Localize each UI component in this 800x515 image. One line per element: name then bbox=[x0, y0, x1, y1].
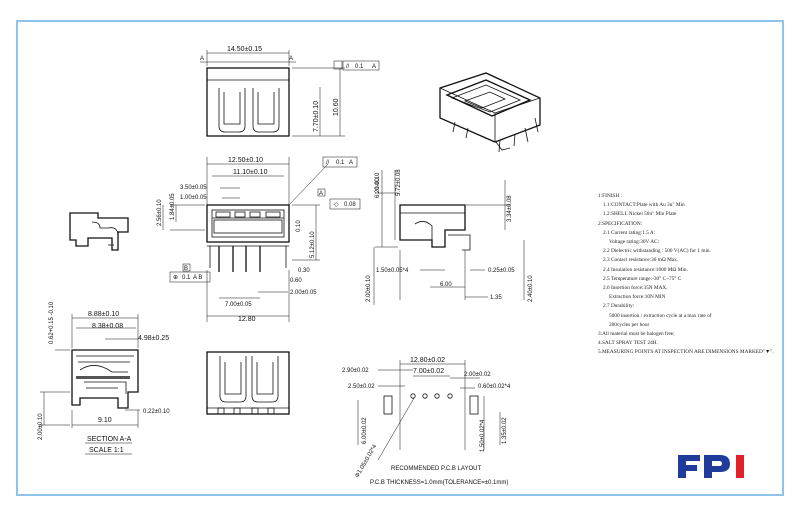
dim-front-p4: 0.60 bbox=[290, 278, 302, 284]
dim-front-p1: 3.50±0.05 bbox=[180, 185, 207, 191]
isometric-view bbox=[439, 72, 541, 153]
note-line: 4.SALT SPRAY TEST 24H. bbox=[598, 340, 658, 347]
dim-side-p4: 1.35 bbox=[490, 295, 502, 301]
dim-sec-w1: 8.88±0.10 bbox=[88, 311, 119, 318]
fpi-logo bbox=[678, 455, 744, 478]
gdt-front-flat: 0.08 bbox=[344, 202, 356, 208]
section-scale: SCALE 1:1 bbox=[89, 447, 124, 454]
gdt-front-pos-a: 0.1 bbox=[182, 275, 191, 281]
dim-pcb-w1: 12.80±0.02 bbox=[410, 357, 445, 364]
dim-pcb-h3: 1.35±0.02 bbox=[502, 417, 508, 444]
right-side-view: 0.00 6.20-0.10 5.72±0.08 3.34±0.08 2.00±… bbox=[366, 169, 534, 305]
dim-pcb-w4: 2.50±0.02 bbox=[348, 384, 375, 390]
dim-pcb-w5: 2.00±0.02 bbox=[464, 372, 491, 378]
dim-pcb-hole: Φ1.05±0.02*4 bbox=[355, 443, 379, 479]
dim-top-inner: 7.70±0.10 bbox=[313, 101, 320, 132]
dim-side-h5: 2.00±0.10 bbox=[366, 275, 372, 302]
dim-front-w3: 12.80 bbox=[238, 316, 256, 323]
datum-a-left: A bbox=[200, 56, 204, 62]
note-line: 2.2 Dielectric withstanding : 500 V(AC) … bbox=[603, 248, 711, 255]
gdt-top-datum: A bbox=[372, 64, 376, 70]
dim-front-p5: 2.00±0.05 bbox=[290, 290, 317, 296]
note-line: 1.1:CONTACT:Plate with Au 3u" Min bbox=[603, 202, 685, 209]
dim-sec-h1: 0.62+0.15 -0.10 bbox=[49, 301, 55, 344]
gdt-flat-symbol: ◇ bbox=[334, 202, 339, 208]
note-line: 5.MEASURING POINTS AT INSPECTION ARE DIM… bbox=[598, 349, 774, 356]
left-side-view bbox=[69, 212, 129, 251]
dim-side-h1: 0.00 bbox=[375, 178, 381, 190]
gdt-parallel-symbol: // bbox=[346, 64, 350, 70]
dim-front-h3: 0.10 bbox=[296, 220, 302, 232]
drawing-frame bbox=[16, 20, 784, 496]
note-line: 3:All material must be halogen free; bbox=[598, 331, 675, 338]
note-line: 2.1 Current rating:1.5 A: bbox=[603, 229, 656, 236]
dim-front-p6: 7.00±0.05 bbox=[225, 302, 252, 308]
note-line: 1.2:SHELL Nickel 50u" Min Plate bbox=[603, 211, 677, 218]
gdt-top-flat-value: 0.1 bbox=[355, 64, 364, 70]
dim-sec-w4: 9.10 bbox=[98, 417, 112, 424]
dim-top-height: 10.60 bbox=[333, 98, 340, 116]
note-line: Voltage rating:30V AC: bbox=[609, 239, 660, 246]
note-line: 2.6 Insertion force:35N MAX. bbox=[603, 285, 668, 292]
gdt-front-ab: A B bbox=[193, 275, 202, 281]
note-line: Extraction force:10N MIN bbox=[609, 294, 666, 301]
dim-side-h4: 3.34±0.08 bbox=[507, 195, 513, 222]
section-title: SECTION A-A bbox=[87, 436, 132, 443]
dim-pcb-w3: 2.90±0.02 bbox=[342, 368, 369, 374]
top-view: 14.50±0.15 A A 10.60 7.70±0.10 // 0.1 A bbox=[200, 46, 380, 137]
dim-sec-w5: 0.22±0.10 bbox=[143, 409, 170, 415]
dim-front-h2: 1.84±0.05 bbox=[170, 193, 176, 220]
dim-side-h2: 6.20-0.10 bbox=[375, 172, 381, 198]
section-view: 8.88±0.10 8.38±0.08 4.98±0.25 0.62+0.15 … bbox=[38, 301, 170, 455]
dim-sec-w3: 4.98±0.25 bbox=[138, 335, 169, 342]
dim-side-p3: 6.00 bbox=[440, 282, 452, 288]
dim-sec-h2: 2.00±0.10 bbox=[38, 413, 44, 440]
dim-pcb-w2: 7.00±0.02 bbox=[413, 368, 444, 375]
note-line: 200cycles per hour bbox=[609, 321, 650, 328]
note-line: 2:SPECIFICATION: bbox=[598, 220, 643, 227]
dim-front-p3: 0.30 bbox=[298, 268, 310, 274]
front-view: 12.50±0.10 11.10±0.10 3.50±0.05 1.00±0.0… bbox=[157, 156, 361, 323]
gdt-pos-circle: ⊕ bbox=[173, 275, 178, 281]
note-line: 2.4 Insulation resistance:1000 MΩ Min. bbox=[603, 266, 688, 273]
dim-front-p2: 1.00±0.05 bbox=[180, 195, 207, 201]
dim-front-w1: 12.50±0.10 bbox=[228, 157, 263, 164]
dim-side-h6: 2.40±0.10 bbox=[528, 275, 534, 302]
dim-side-p1: 1.50±0.05*4 bbox=[376, 268, 409, 274]
note-line: 5000 insertion / extraction cycle at a m… bbox=[609, 312, 712, 319]
dim-front-h4: 5.12±0.10 bbox=[310, 231, 316, 258]
dim-front-h1: 2.56±0.10 bbox=[157, 199, 163, 226]
note-line: 2.7 Durability: bbox=[603, 303, 635, 310]
dim-top-width: 14.50±0.15 bbox=[227, 46, 262, 53]
note-line: 1:FINISH : bbox=[598, 193, 622, 199]
dim-side-p2: 0.25±0.05 bbox=[488, 268, 515, 274]
gdt-front-pos: 0.1 bbox=[336, 160, 345, 166]
bottom-view bbox=[206, 351, 290, 415]
datum-a-front: A bbox=[319, 191, 323, 197]
gdt-front-pos-datum: A bbox=[349, 160, 353, 166]
dim-front-w2: 11.10±0.10 bbox=[233, 169, 268, 176]
datum-b-front: B bbox=[184, 266, 188, 272]
note-line: 2.3 Contact resistance:30 mΩ Max. bbox=[603, 257, 679, 264]
note-line: 2.5 Temperature range:-30° C~75° C bbox=[603, 275, 682, 282]
pcb-title: RECOMMENDED P.C.B LAYOUT bbox=[391, 466, 481, 472]
dim-pcb-h1: 6.00±0.02 bbox=[362, 417, 368, 444]
gdt-pos-symbol: // bbox=[326, 160, 330, 166]
dim-pcb-w6: 0.60±0.02*4 bbox=[478, 384, 511, 390]
dim-sec-w2: 8.38±0.08 bbox=[92, 323, 123, 330]
pcb-thickness: P.C.B THICKNESS=1.0mm(TOLERANCE=±0.1mm) bbox=[370, 480, 508, 486]
pcb-layout: 12.80±0.02 7.00±0.02 2.90±0.02 2.50±0.02… bbox=[342, 357, 511, 486]
dim-pcb-h2: 1.50±0.02*4 bbox=[480, 419, 486, 452]
specification-notes: 1:FINISH : 1.1:CONTACT:Plate with Au 3u"… bbox=[598, 192, 783, 358]
dim-side-h3: 5.72±0.08 bbox=[396, 169, 402, 196]
datum-a-right: A bbox=[289, 56, 293, 62]
